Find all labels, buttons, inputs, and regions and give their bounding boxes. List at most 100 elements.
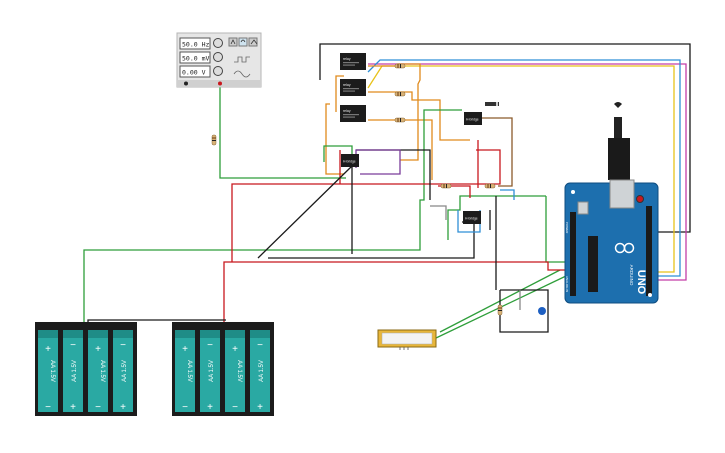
power-jack xyxy=(614,117,622,139)
wire-orange-4 xyxy=(335,75,344,112)
wire-purple xyxy=(355,149,401,175)
wire-green-right xyxy=(447,195,546,240)
sensor-module[interactable] xyxy=(377,329,437,350)
power-barrel xyxy=(608,138,630,180)
battery-cell: +−AA 1.5V xyxy=(38,330,58,413)
cell-label: AA 1.5V xyxy=(122,360,128,382)
svg-text:−: − xyxy=(232,402,238,413)
resistor xyxy=(394,117,406,123)
svg-text:−: − xyxy=(120,340,126,351)
wire-yellow xyxy=(367,65,675,273)
driver-chip-3[interactable]: H-bridge xyxy=(463,211,481,224)
reset-button[interactable] xyxy=(636,195,644,203)
cell-label: AA 1.5V xyxy=(99,360,105,382)
resistor xyxy=(211,134,217,146)
driver-label: H-bridge xyxy=(343,160,356,164)
offset-readout: 0.00 V xyxy=(182,69,206,77)
usb-port xyxy=(609,179,635,209)
relay-1[interactable]: relay xyxy=(340,53,366,70)
wire-orange-1 xyxy=(368,63,421,161)
svg-text:−: − xyxy=(70,340,76,351)
svg-text:+: + xyxy=(257,402,263,413)
digital-label: DIGITAL (PWM~) xyxy=(658,240,662,263)
svg-text:+: + xyxy=(182,344,188,355)
cell-label: AA 1.5V xyxy=(72,360,78,382)
wave-preview-icon xyxy=(234,56,250,63)
amplitude-knob[interactable] xyxy=(213,52,223,62)
relay-label: relay xyxy=(343,57,351,61)
cell-label: AA 1.5V xyxy=(236,360,242,382)
svg-text:−: − xyxy=(45,402,51,413)
wire-black-4 xyxy=(356,149,431,200)
resistor xyxy=(394,91,406,97)
driver-label: H-bridge xyxy=(466,118,479,122)
power-label: POWER xyxy=(565,222,569,234)
atmega-chip xyxy=(588,236,598,292)
square-wave-button[interactable] xyxy=(228,37,238,47)
battery-cell: −+AA 1.5V xyxy=(250,330,270,413)
wire-black-diag xyxy=(257,165,353,259)
terminal-positive[interactable] xyxy=(218,81,222,86)
resistor xyxy=(497,304,503,316)
svg-text:−: − xyxy=(207,340,213,351)
wire-green-gen xyxy=(219,84,346,179)
resistor xyxy=(484,183,496,189)
wire-orange-5 xyxy=(325,103,344,175)
frequency-knob[interactable] xyxy=(213,38,223,48)
battery-cell: + − AA 1.5V xyxy=(225,330,245,413)
wire-red-2 xyxy=(231,149,501,262)
board-model: UNO xyxy=(635,270,647,295)
svg-text:−: − xyxy=(95,402,101,413)
battery-pack-1[interactable]: +−AA 1.5V −+AA 1.5V +−AA 1.5V −+AA 1.5V xyxy=(35,322,137,416)
driver-chip-2[interactable]: H-bridge xyxy=(341,154,359,167)
photoresistor[interactable] xyxy=(538,307,546,315)
wire-brown xyxy=(480,117,513,187)
battery-cell: + − AA 1.5V xyxy=(175,330,195,413)
svg-text:+: + xyxy=(207,402,213,413)
battery-cell: + − AA 1.5V xyxy=(88,330,108,413)
svg-text:+: + xyxy=(95,344,101,355)
wire-orange-2 xyxy=(368,91,470,141)
svg-text:−: − xyxy=(182,402,188,413)
battery-cell: − + AA 1.5V xyxy=(200,330,220,413)
wire-lightblue-2 xyxy=(500,189,515,200)
wire-black-top xyxy=(319,43,691,233)
cell-label: AA 1.5V xyxy=(49,360,55,382)
arduino-uno[interactable]: UNO ARDUINO DIGITAL (PWM~) ANALOG IN POW… xyxy=(564,102,662,304)
diode xyxy=(485,102,499,106)
driver-chip-1[interactable]: H-bridge xyxy=(464,112,482,125)
wire-blue xyxy=(367,59,681,277)
terminal-negative[interactable] xyxy=(184,81,188,86)
amplitude-readout: 50.0 mV xyxy=(182,55,209,63)
offset-knob[interactable] xyxy=(213,66,223,76)
wire-magenta xyxy=(368,63,687,281)
relay-label: relay xyxy=(343,83,351,87)
wire-black-bottom xyxy=(268,221,475,259)
relay-3[interactable]: relay xyxy=(340,105,366,122)
resistor xyxy=(440,183,452,189)
wire-green-left xyxy=(83,109,462,326)
battery-cell: −+AA 1.5V xyxy=(63,330,83,413)
power-analog-header xyxy=(570,212,576,296)
wire-red-main xyxy=(223,261,566,326)
cell-label: AA 1.5V xyxy=(209,360,215,382)
battery-pack-2[interactable]: + − AA 1.5V − + AA 1.5V + − AA 1.5V − + AA 1.5V xyxy=(172,322,274,416)
resistor xyxy=(394,63,406,69)
function-generator[interactable]: 50.0 Hz 50.0 mV 0.00 V xyxy=(176,32,262,88)
svg-text:+: + xyxy=(120,402,126,413)
wire-orange-3 xyxy=(368,119,433,180)
sine-wave-button[interactable] xyxy=(238,37,248,47)
svg-text:+: + xyxy=(232,344,238,355)
wire-green-mid xyxy=(323,145,353,162)
relay-label: relay xyxy=(343,109,351,113)
svg-text:−: − xyxy=(257,340,263,351)
digital-header xyxy=(646,206,652,296)
battery-cell: − + AA 1.5V xyxy=(113,330,133,413)
cell-label: AA 1.5V xyxy=(186,360,192,382)
analog-label: ANALOG IN xyxy=(565,276,569,292)
driver-label: H-bridge xyxy=(465,217,478,221)
frequency-readout: 50.0 Hz xyxy=(182,41,209,49)
wire-grey xyxy=(430,205,447,220)
relay-2[interactable]: relay xyxy=(340,79,366,96)
